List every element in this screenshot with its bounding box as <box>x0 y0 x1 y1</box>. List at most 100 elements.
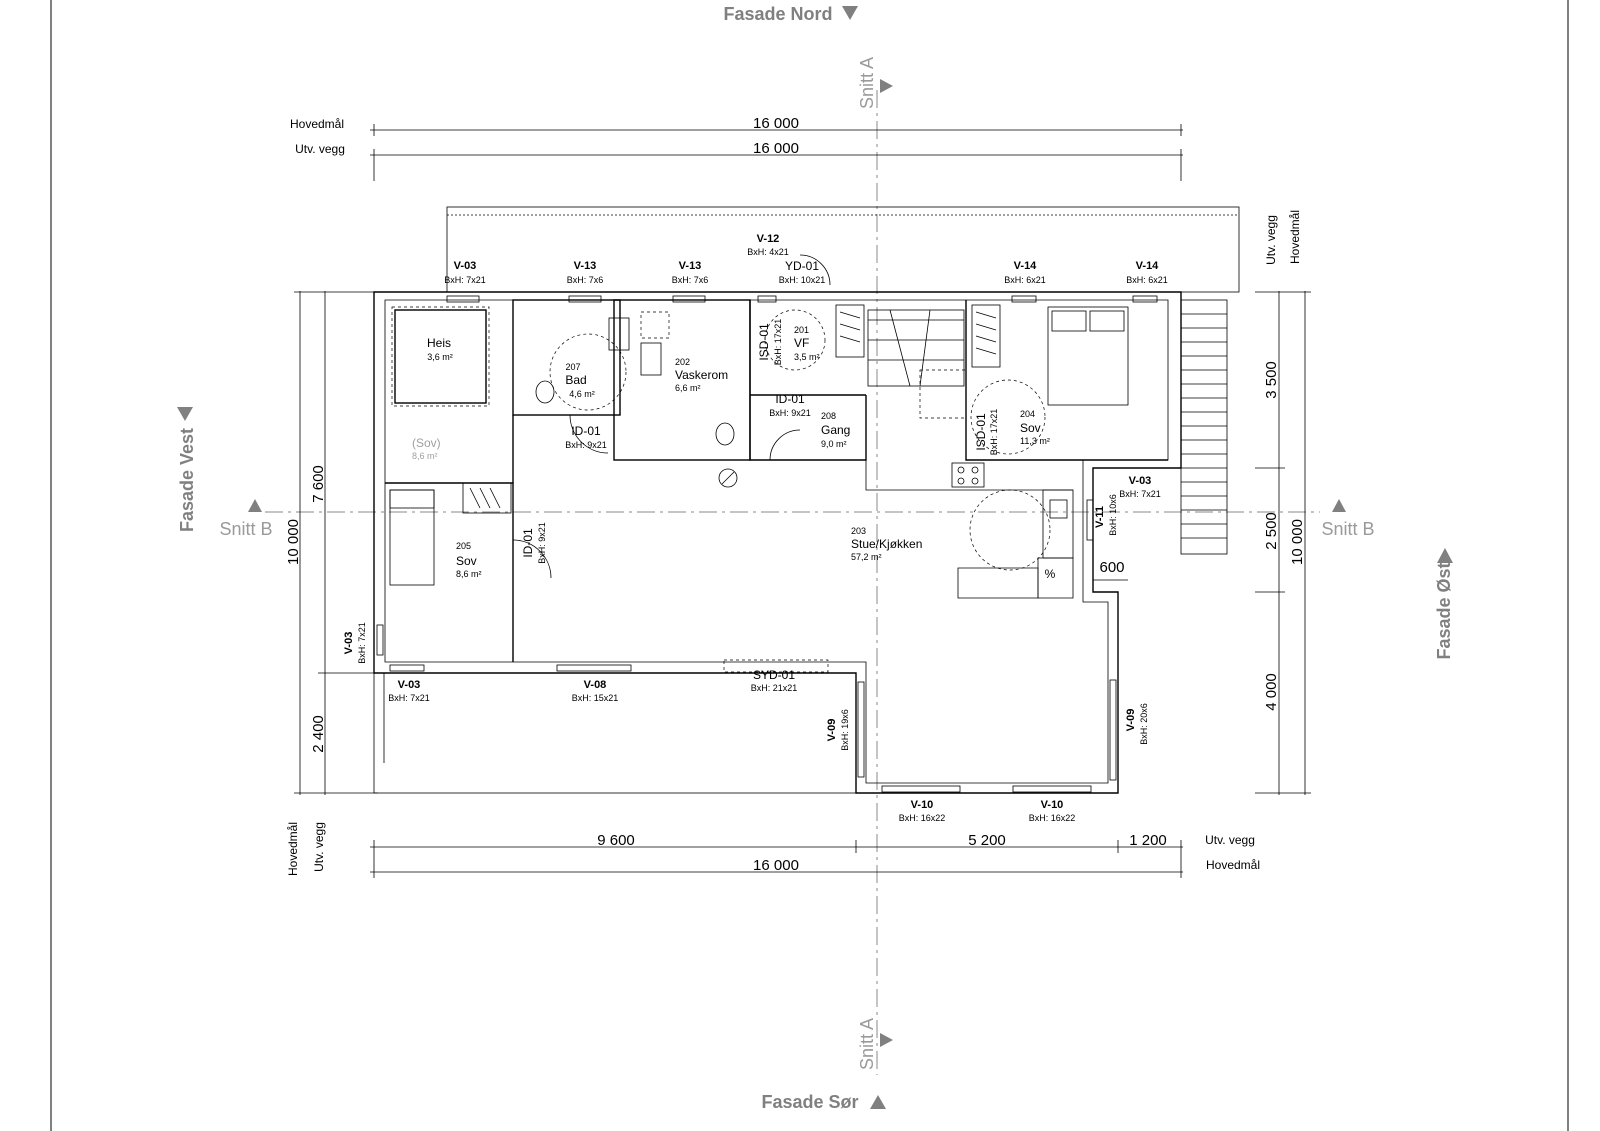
top-wall-value: 16 000 <box>753 140 799 157</box>
svg-text:V-09: V-09 <box>1125 709 1137 732</box>
svg-text:203: 203 <box>851 526 866 536</box>
section-a-top-arrow <box>880 79 893 93</box>
svg-text:8,6 m²: 8,6 m² <box>456 569 482 579</box>
section-b-right-label: Snitt B <box>1321 519 1374 539</box>
notch-dim-600: 600 <box>1099 559 1124 576</box>
facade-north-label: Fasade Nord <box>723 4 832 24</box>
bottom-main-label: Hovedmål <box>1206 858 1260 872</box>
svg-text:9,0 m²: 9,0 m² <box>821 439 847 449</box>
svg-text:Gang: Gang <box>821 423 850 437</box>
right-dim-3500: 3 500 <box>1263 361 1280 399</box>
counter-percent-symbol: % <box>1045 567 1056 581</box>
bottom-wall-label: Utv. vegg <box>1205 833 1255 847</box>
bottom-dim-16000: 16 000 <box>753 857 799 874</box>
svg-text:BxH: 9x21: BxH: 9x21 <box>537 522 547 564</box>
right-top-main-label: Hovedmål <box>1288 210 1302 264</box>
svg-text:BxH: 6x21: BxH: 6x21 <box>1004 275 1046 285</box>
window-v09-west: V-09 BxH: 19x6 <box>826 681 865 778</box>
svg-text:Sov: Sov <box>456 554 477 568</box>
left-dim-10000: 10 000 <box>285 519 302 565</box>
svg-text:BxH: 16x22: BxH: 16x22 <box>899 813 946 823</box>
window-v03-east: V-03 BxH: 7x21 <box>1119 475 1161 499</box>
svg-text:6,6 m²: 6,6 m² <box>675 383 701 393</box>
top-wall-label: Utv. vegg <box>295 142 345 156</box>
left-dim-2400: 2 400 <box>310 715 327 753</box>
exterior-stairs <box>1180 299 1228 555</box>
svg-text:BxH: 7x21: BxH: 7x21 <box>388 693 430 703</box>
door-isd01-vf: ISD-01 BxH: 17x21 <box>757 319 783 366</box>
svg-text:V-09: V-09 <box>826 719 838 742</box>
door-id01-bad: ID-01 BxH: 9x21 <box>565 424 607 450</box>
facade-west-label: Fasade Vest <box>177 428 197 532</box>
room-vaskerom: 202 Vaskerom 6,6 m² <box>675 357 728 393</box>
window-v09-east: V-09 BxH: 20x6 <box>1109 679 1149 781</box>
bottom-dim-5200: 5 200 <box>968 832 1006 849</box>
svg-text:8,6 m²: 8,6 m² <box>412 451 438 461</box>
section-a-bottom-arrow <box>880 1033 893 1047</box>
section-a-bottom-label: Snitt A <box>857 1018 877 1070</box>
svg-text:BxH: 9x21: BxH: 9x21 <box>769 408 811 418</box>
right-dimensions: 3 500 2 500 4 000 10 000 Utv. vegg Hoved… <box>1255 210 1311 795</box>
window-v03-south: V-03 BxH: 7x21 <box>388 664 430 703</box>
window-v13-vaskerom: V-13 BxH: 7x6 <box>672 260 708 303</box>
window-v14-a: V-14 BxH: 6x21 <box>1004 260 1046 303</box>
window-v13-bad: V-13 BxH: 7x6 <box>567 260 603 303</box>
svg-text:202: 202 <box>675 357 690 367</box>
svg-text:11,3 m²: 11,3 m² <box>1020 436 1050 446</box>
svg-text:205: 205 <box>456 541 471 551</box>
door-id01-gang: ID-01 BxH: 9x21 <box>769 392 811 418</box>
svg-text:YD-01: YD-01 <box>785 259 819 273</box>
svg-text:BxH: 20x6: BxH: 20x6 <box>1139 703 1149 745</box>
svg-text:Sov: Sov <box>1020 421 1041 435</box>
svg-text:201: 201 <box>794 325 809 335</box>
svg-text:V-03: V-03 <box>398 679 421 691</box>
window-v11: V-11 BxH: 10x6 <box>1086 494 1118 541</box>
bottom-left-wall-label: Utv. vegg <box>312 822 326 872</box>
svg-text:V-10: V-10 <box>1041 799 1064 811</box>
door-id01-sov205: ID-01 BxH: 9x21 <box>521 522 547 564</box>
facade-east-arrow <box>1437 548 1453 563</box>
svg-text:207: 207 <box>565 362 580 372</box>
window-v08: V-08 BxH: 15x21 <box>556 664 632 703</box>
door-isd01-sov204: ISD-01 BxH: 17x21 <box>974 409 999 456</box>
svg-text:ID-01: ID-01 <box>571 424 601 438</box>
facade-south-label: Fasade Sør <box>761 1092 858 1112</box>
svg-text:ID-01: ID-01 <box>521 528 535 558</box>
svg-text:V-13: V-13 <box>574 260 597 272</box>
facade-north-arrow <box>842 6 858 20</box>
top-main-value: 16 000 <box>753 115 799 132</box>
svg-text:V-03: V-03 <box>454 260 477 272</box>
right-dim-10000: 10 000 <box>1289 519 1306 565</box>
svg-text:ISD-01: ISD-01 <box>974 413 988 451</box>
svg-text:Bad: Bad <box>565 373 586 387</box>
svg-text:V-08: V-08 <box>584 679 607 691</box>
bottom-dim-9600: 9 600 <box>597 832 635 849</box>
svg-text:V-03: V-03 <box>1129 475 1152 487</box>
facade-south-arrow <box>870 1095 886 1109</box>
room-gang: 208 Gang 9,0 m² <box>821 411 850 449</box>
section-a-top-label: Snitt A <box>857 57 877 109</box>
section-b-right-arrow <box>1332 499 1346 512</box>
svg-text:57,2 m²: 57,2 m² <box>851 552 882 562</box>
right-dim-4000: 4 000 <box>1263 673 1280 711</box>
window-v14-b: V-14 BxH: 6x21 <box>1126 260 1168 303</box>
top-main-label: Hovedmål <box>290 117 344 131</box>
window-v03-west: V-03 BxH: 7x21 <box>343 622 384 664</box>
svg-text:BxH: 7x21: BxH: 7x21 <box>357 622 367 664</box>
svg-text:BxH: 7x21: BxH: 7x21 <box>444 275 486 285</box>
svg-text:208: 208 <box>821 411 836 421</box>
svg-text:BxH: 6x21: BxH: 6x21 <box>1126 275 1168 285</box>
svg-text:V-12: V-12 <box>757 233 780 245</box>
svg-text:3,6 m²: 3,6 m² <box>427 352 453 362</box>
svg-text:VF: VF <box>794 336 809 350</box>
svg-text:V-03: V-03 <box>343 632 355 655</box>
window-v03-north: V-03 BxH: 7x21 <box>444 260 486 303</box>
room-bad: 207 Bad 4,6 m² <box>565 362 594 399</box>
svg-text:V-14: V-14 <box>1014 260 1038 272</box>
room-stue-kjokken: 203 Stue/Kjøkken 57,2 m² <box>851 526 922 562</box>
door-yd01: YD-01 BxH: 10x21 <box>779 259 826 285</box>
section-b-left-arrow <box>248 499 262 512</box>
svg-text:ISD-01: ISD-01 <box>757 323 771 361</box>
svg-text:BxH: 9x21: BxH: 9x21 <box>565 440 607 450</box>
